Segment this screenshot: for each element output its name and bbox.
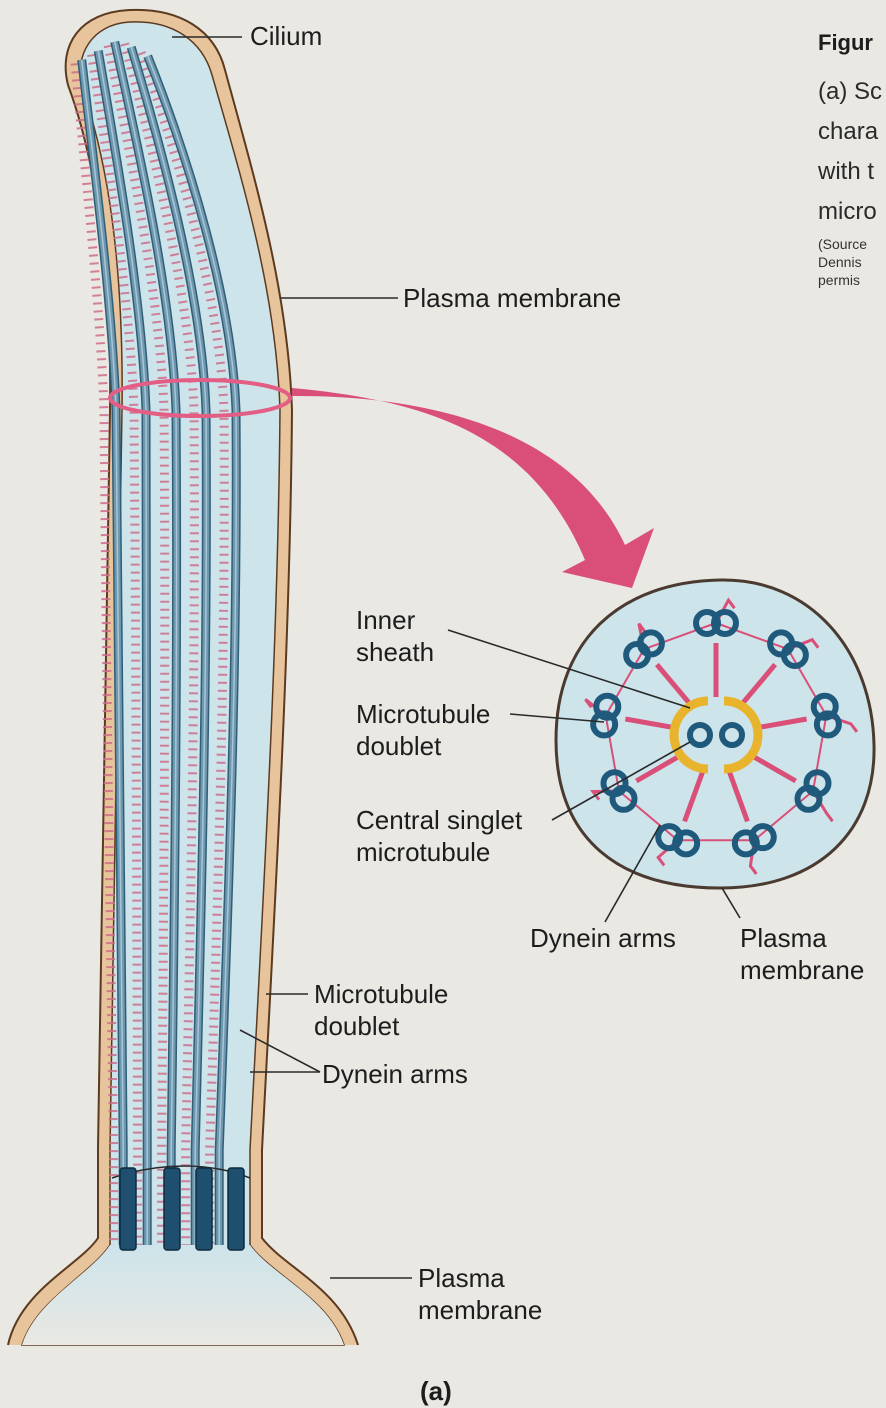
basal-body-triplet xyxy=(228,1168,244,1250)
label-dynein-arms: Dynein arms xyxy=(322,1058,468,1090)
cilium-cytoplasm xyxy=(22,22,344,1345)
caption-line: chara xyxy=(818,118,878,146)
caption-line: with t xyxy=(818,158,874,186)
label-cilium: Cilium xyxy=(250,20,322,52)
basal-body-triplet xyxy=(196,1168,212,1250)
source-line: permis xyxy=(818,272,860,289)
panel-label: (a) xyxy=(420,1376,452,1407)
basal-body-triplet xyxy=(164,1168,180,1250)
label-central-singlet-1: Central singlet xyxy=(356,804,522,836)
source-line: (Source xyxy=(818,236,867,253)
label-dynein-arms-xs: Dynein arms xyxy=(530,922,676,954)
label-microtubule-doublet-xs-1: Microtubule xyxy=(356,698,490,730)
label-microtubule-doublet-xs-2: doublet xyxy=(356,730,441,762)
label-microtubule-doublet-1: Microtubule xyxy=(314,978,448,1010)
label-central-singlet-2: microtubule xyxy=(356,836,490,868)
label-plasma-membrane-base-1: Plasma xyxy=(418,1262,505,1294)
label-inner-sheath-1: Inner xyxy=(356,604,415,636)
zoom-arrow xyxy=(292,388,654,588)
label-plasma-membrane-base-2: membrane xyxy=(418,1294,542,1326)
source-line: Dennis xyxy=(818,254,862,271)
label-plasma-membrane-xs-1: Plasma xyxy=(740,922,827,954)
figure-caption-title: Figur xyxy=(818,30,873,56)
label-plasma-membrane-top: Plasma membrane xyxy=(403,282,621,314)
label-plasma-membrane-xs-2: membrane xyxy=(740,954,864,986)
caption-line: (a) Sc xyxy=(818,78,882,106)
label-microtubule-doublet-2: doublet xyxy=(314,1010,399,1042)
basal-body-triplet xyxy=(120,1168,136,1250)
label-inner-sheath-2: sheath xyxy=(356,636,434,668)
cross-section xyxy=(556,580,874,888)
caption-line: micro xyxy=(818,198,877,226)
